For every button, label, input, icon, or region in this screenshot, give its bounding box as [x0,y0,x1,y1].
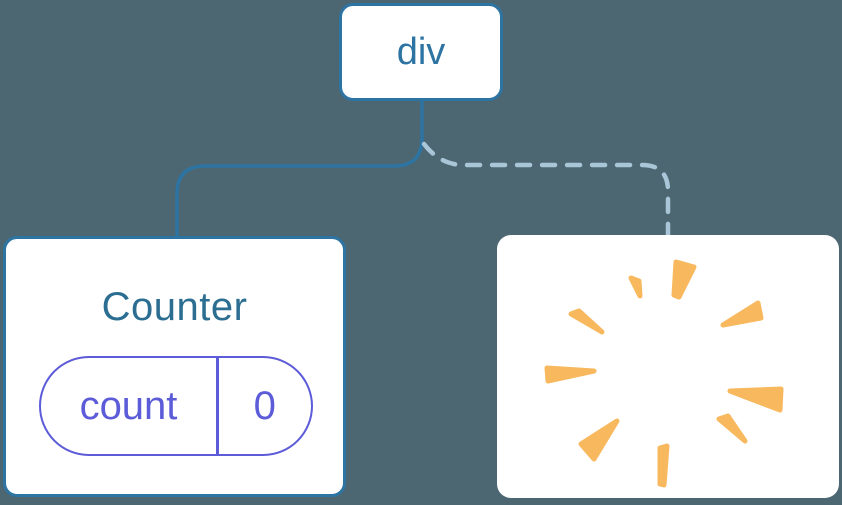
state-name-cell: count [41,358,216,454]
state-value-cell: 0 [219,358,312,454]
state-value-label: 0 [253,383,276,428]
pill-divider [216,358,219,454]
root-node-label: div [396,30,446,73]
solid-connector-line [175,99,424,239]
removed-component-card [497,235,839,498]
counter-component-card: Counter count 0 [3,236,346,497]
root-node-div: div [339,3,503,101]
state-name-label: count [79,383,178,428]
poof-starburst-icon [544,259,784,488]
state-pill: count 0 [39,356,313,456]
dashed-connector-line [421,141,671,239]
counter-title: Counter [101,285,248,329]
